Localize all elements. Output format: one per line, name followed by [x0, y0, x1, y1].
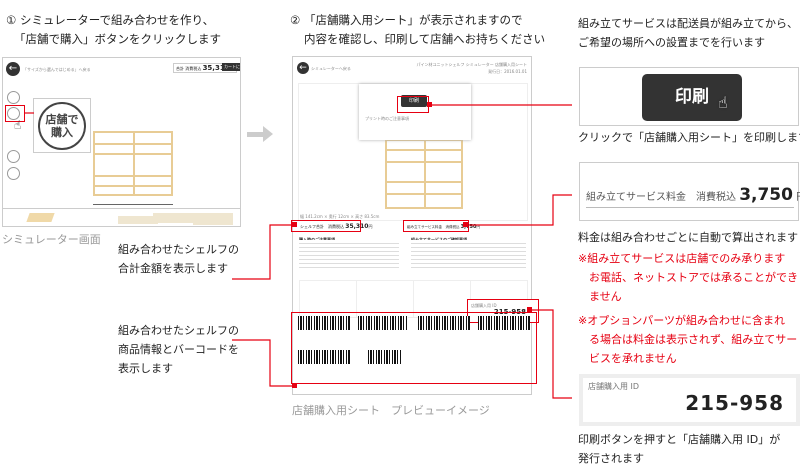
barcode [368, 350, 402, 364]
dimensions: 幅 141.2cm × 奥行 12cm × 高さ 83.5cm [300, 214, 380, 219]
barcode [298, 350, 350, 364]
cart-button[interactable]: カートに入れる [222, 63, 240, 71]
step1-instruction: ① シミュレーターで組み合わせを作り、 「店舗で購入」ボタンをクリックします [6, 13, 221, 46]
box-item[interactable] [118, 216, 158, 224]
barcode [358, 316, 408, 330]
annotation-total: 組み合わせたシェルフの 合計金額を表示します [118, 243, 239, 275]
print-example: 印刷 ☝ [579, 67, 799, 126]
barcode [298, 316, 350, 330]
warning-store-only: ※組み立てサービスは店舗でのみ承ります お電話、ネットストアでは承ることができ … [578, 252, 798, 303]
sheet-title: パイン材ユニットシェルフ シミュレーター 店舗購入用シート [416, 62, 527, 67]
step2-instruction: ② 「店舗購入用シート」が表示されますので 内容を確認し、印刷して店舗へお持ちく… [290, 13, 546, 46]
simulator-screenshot: ← 「サイズから選んではじめる」へ戻る 合計 消費税込 35,310円 カートに… [2, 57, 241, 227]
product-barcodes [291, 312, 537, 384]
annotation-products: 組み合わせたシェルフの 商品情報とバーコードを 表示します [118, 324, 239, 375]
store-id-caption: 印刷ボタンを押すと「店舗購入用 ID」が 発行されます [578, 433, 781, 465]
sheet-service-fee: 組み立てサービス料金 消費税込 3,750円 [403, 220, 480, 232]
width-dimension [93, 204, 173, 205]
assembly-intro: 組み立てサービスは配送員が組み立てから、 ご希望の場所への設置までを行います [578, 17, 798, 49]
box-item[interactable] [193, 213, 233, 225]
option-button[interactable] [7, 150, 20, 163]
warning-option-parts: ※オプションパーツが組み合わせに含まれ る場合は料金は表示されず、組み立てサー … [578, 314, 798, 365]
box-item[interactable] [153, 213, 193, 223]
shelf-preview [385, 139, 463, 209]
back-link[interactable]: シミュレーターへ戻る [311, 66, 351, 71]
fee-caption: 料金は組み合わせごとに自動で算出されます [578, 231, 798, 244]
barcode [478, 316, 530, 330]
back-arrow-icon[interactable]: ← [6, 62, 20, 76]
store-buy-zoom: 店舗で 購入 [33, 98, 91, 153]
arrow-icon [247, 132, 265, 137]
store-id-value: 215-958 [685, 391, 784, 415]
print-button[interactable]: 印刷 [642, 74, 742, 121]
barcode [418, 316, 470, 330]
back-link[interactable]: 「サイズから選んではじめる」へ戻る [23, 67, 91, 72]
sheet-caption: 店舗購入用シート プレビューイメージ [292, 404, 490, 417]
shelf-preview [93, 131, 173, 196]
print-button[interactable]: 印刷 [401, 95, 427, 107]
hand-cursor-icon: ☝ [14, 118, 22, 132]
store-id-example: 店舗購入用 ID 215-958 [579, 374, 800, 426]
simulator-caption: シミュレーター画面 [2, 233, 101, 246]
store-buy-button[interactable] [7, 107, 20, 120]
hand-cursor-icon: ☝ [718, 93, 728, 112]
print-caption: クリックで「店舗購入用シート」を印刷します [578, 131, 800, 144]
save-button[interactable] [7, 91, 20, 104]
fee-value: 3,750 [739, 185, 793, 205]
info-button[interactable] [7, 167, 20, 180]
sheet-date: 発行日：2016.01.01 [488, 69, 527, 74]
fee-example: 組み立てサービス料金 消費税込 3,750 円 [579, 162, 800, 221]
back-arrow-icon[interactable]: ← [297, 62, 309, 74]
sheet-total: シェルフ合計 消費税込 35,310円 [291, 220, 372, 232]
